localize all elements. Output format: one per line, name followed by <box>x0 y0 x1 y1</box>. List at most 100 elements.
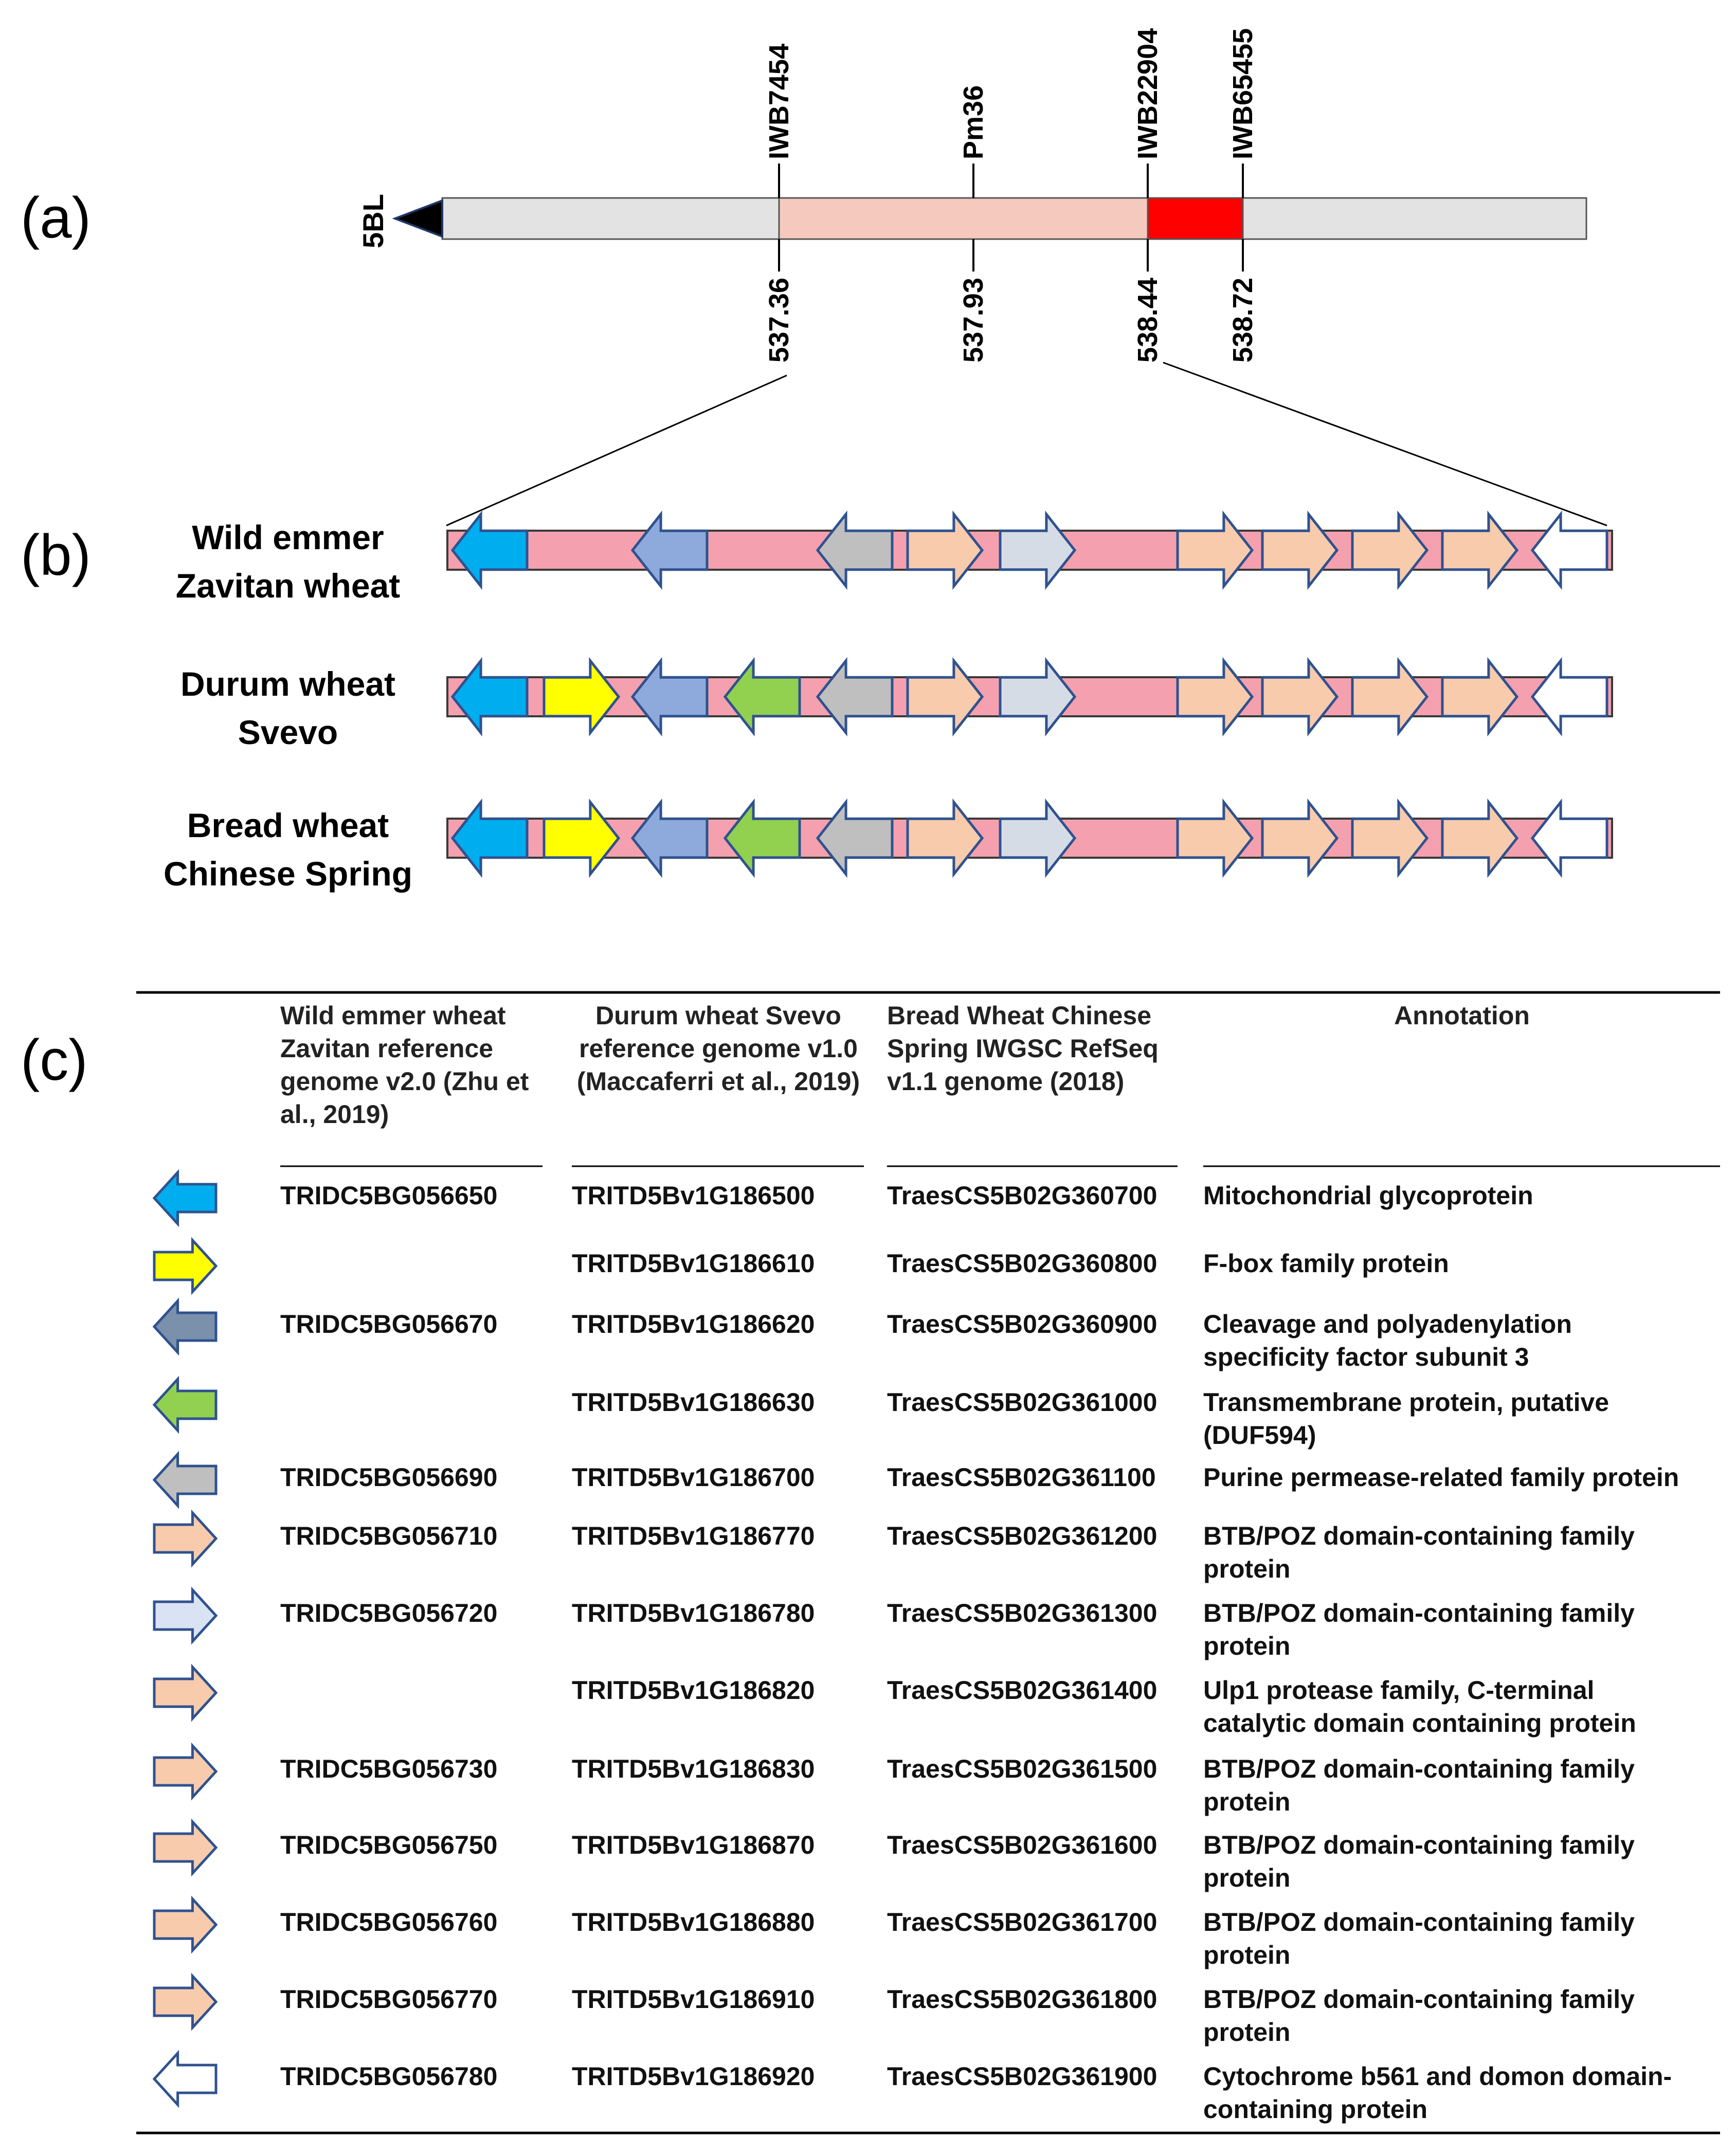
annotation-text: Mitochondrial glycoprotein <box>1203 1181 1533 1210</box>
gene-arrow <box>1261 657 1339 737</box>
legend-gene-icon <box>152 1297 218 1356</box>
svevo-gene-id: TRITD5Bv1G186910 <box>572 1985 815 2014</box>
annotation-text: specificity factor subunit 3 <box>1203 1343 1529 1371</box>
gene-arrow <box>1530 510 1608 590</box>
zavitan-gene-id: TRIDC5BG056670 <box>280 1310 497 1338</box>
gene-arrow <box>1441 798 1519 878</box>
table-row: TRIDC5BG056730 TRITD5Bv1G186830 TraesCS5B0… <box>153 1742 1635 1816</box>
gene-arrow <box>723 657 801 737</box>
gene-arrow <box>999 510 1077 590</box>
zavitan-gene-id: TRIDC5BG056730 <box>280 1754 497 1783</box>
column-header: v1.1 genome (2018) <box>887 1067 1124 1096</box>
core-interval <box>1147 197 1244 240</box>
annotation-text: Transmembrane protein, putative <box>1203 1388 1609 1417</box>
genome-name-line1: Durum wheat <box>180 665 395 703</box>
gene-arrow <box>723 798 801 878</box>
table-row: TRITD5Bv1G186610 TraesCS5B02G360800 F-box … <box>153 1237 1449 1295</box>
zavitan-gene-id: TRIDC5BG056770 <box>280 1985 497 2014</box>
column-header: Zavitan reference <box>280 1034 493 1063</box>
column-header: Spring IWGSC RefSeq <box>887 1034 1159 1063</box>
legend-gene-icon <box>153 1509 218 1568</box>
chinese-spring-gene-id: TraesCS5B02G361700 <box>887 1908 1157 1937</box>
gene-arrow <box>1176 510 1254 590</box>
chinese-spring-gene-id: TraesCS5B02G361100 <box>887 1463 1156 1492</box>
gene-arrow <box>1176 657 1254 737</box>
svevo-gene-id: TRITD5Bv1G186700 <box>572 1463 815 1492</box>
svevo-gene-id: TRITD5Bv1G186610 <box>572 1249 815 1278</box>
zavitan-gene-id: TRIDC5BG056710 <box>280 1522 497 1550</box>
zavitan-gene-id: TRIDC5BG056780 <box>280 2062 497 2091</box>
chinese-spring-gene-id: TraesCS5B02G361400 <box>887 1676 1157 1705</box>
genome-name-line1: Bread wheat <box>187 806 389 844</box>
zavitan-gene-id: TRIDC5BG056720 <box>280 1599 497 1627</box>
position-label: 537.93 <box>958 278 989 363</box>
legend-gene-icon <box>153 1973 218 2031</box>
gene-arrow <box>816 510 894 590</box>
gene-arrow <box>630 798 709 878</box>
column-header: al., 2019) <box>280 1100 389 1129</box>
column-header: Durum wheat Svevo <box>595 1001 841 1030</box>
annotation-text: Purine permease-related family protein <box>1203 1463 1679 1492</box>
zavitan-gene-id: TRIDC5BG056650 <box>280 1181 497 1210</box>
chinese-spring-gene-id: TraesCS5B02G361800 <box>887 1985 1157 2014</box>
svevo-gene-id: TRITD5Bv1G186920 <box>572 2062 815 2091</box>
chromosome-label: 5BL <box>357 194 389 248</box>
annotation-text: BTB/POZ domain-containing family <box>1203 1985 1635 2014</box>
zoom-line-left <box>446 374 787 527</box>
chinese-spring-gene-id: TraesCS5B02G361300 <box>887 1599 1157 1627</box>
marker-label: Pm36 <box>958 85 989 159</box>
chromosome-map: 5BL IWB7454537.36Pm36537.93IWB22904538.4… <box>357 28 1587 363</box>
zavitan-gene-id: TRIDC5BG056690 <box>280 1463 497 1492</box>
annotation-text: BTB/POZ domain-containing family <box>1203 1599 1635 1627</box>
position-label: 537.36 <box>764 278 794 363</box>
annotation-text: containing protein <box>1203 2095 1427 2124</box>
gene-arrow <box>906 510 984 590</box>
legend-gene-icon <box>153 1895 218 1954</box>
annotation-text: protein <box>1203 1632 1290 1660</box>
gene-arrow <box>1261 798 1339 878</box>
zoom-lines <box>446 361 1607 527</box>
chinese-spring-gene-id: TraesCS5B02G361500 <box>887 1754 1157 1783</box>
svevo-gene-id: TRITD5Bv1G186830 <box>572 1754 815 1783</box>
genome-name-line2: Svevo <box>238 713 338 751</box>
annotation-text: protein <box>1203 1787 1290 1816</box>
centromere-arrow <box>392 199 443 238</box>
zavitan-gene-id: TRIDC5BG056750 <box>280 1831 497 1859</box>
gene-arrow <box>1351 798 1429 878</box>
marker-label: IWB65455 <box>1227 28 1258 159</box>
column-header: Annotation <box>1394 1001 1530 1030</box>
annotation-text: BTB/POZ domain-containing family <box>1203 1831 1635 1859</box>
genome-name-line1: Wild emmer <box>192 518 384 556</box>
annotation-text: BTB/POZ domain-containing family <box>1203 1908 1635 1937</box>
gene-arrow <box>1530 798 1608 878</box>
gene-arrow <box>630 657 709 737</box>
legend-gene-icon <box>153 1663 218 1722</box>
legend-gene-icon <box>152 1376 218 1434</box>
gene-arrow <box>1351 657 1429 737</box>
genome-name-line2: Chinese Spring <box>164 855 412 893</box>
annotation-text: F-box family protein <box>1203 1249 1449 1278</box>
gene-arrow <box>1261 510 1339 590</box>
zoom-line-right <box>1163 361 1607 527</box>
legend-gene-icon <box>153 1586 218 1645</box>
gene-arrow <box>816 657 894 737</box>
chinese-spring-gene-id: TraesCS5B02G360800 <box>887 1249 1157 1278</box>
gene-arrow <box>542 657 621 737</box>
position-label: 538.44 <box>1132 278 1163 363</box>
gene-arrow <box>1351 510 1429 590</box>
table-row: TRIDC5BG056770 TRITD5Bv1G186910 TraesCS5B0… <box>153 1973 1635 2047</box>
svevo-gene-id: TRITD5Bv1G186820 <box>572 1676 815 1705</box>
gene-arrow <box>542 798 621 878</box>
chinese-spring-gene-id: TraesCS5B02G361200 <box>887 1522 1157 1550</box>
table-row: TRIDC5BG056690 TRITD5Bv1G186700 TraesCS5B0… <box>152 1451 1679 1509</box>
genome-name-line2: Zavitan wheat <box>176 567 400 605</box>
